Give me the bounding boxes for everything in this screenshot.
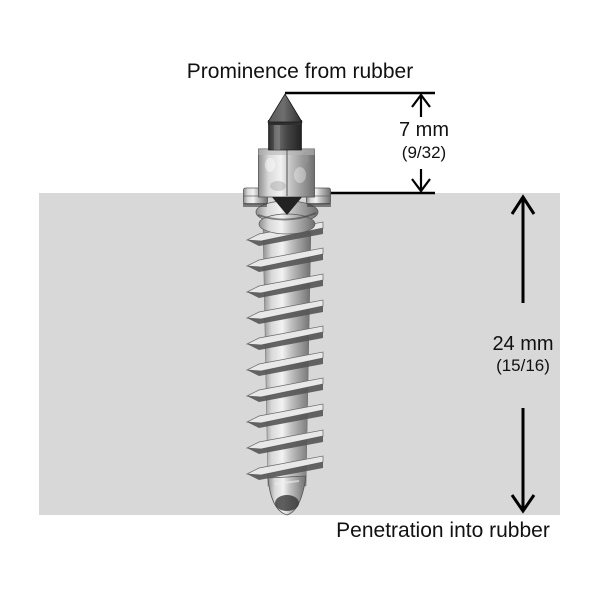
prominence-value: 7 mm <box>399 119 449 141</box>
penetration-arrow-down-icon <box>510 408 536 514</box>
prominence-label: Prominence from rubber <box>186 60 414 83</box>
stud-tip <box>267 475 307 516</box>
prominence-arrow-down-icon <box>411 169 431 193</box>
prominence-fraction: (9/32) <box>401 143 447 162</box>
tire-stud-graphic <box>243 93 331 516</box>
penetration-label: Penetration into rubber <box>336 519 550 542</box>
stud-head-shadow <box>272 197 302 215</box>
prominence-arrow-up-icon <box>411 93 431 117</box>
penetration-arrow-up-icon <box>510 194 536 303</box>
penetration-value: 24 mm <box>492 333 554 355</box>
penetration-fraction: (15/16) <box>496 356 550 375</box>
stud-carbide-pin <box>267 93 303 151</box>
stud-pin-cone <box>267 93 303 123</box>
stud-head-body <box>258 148 315 198</box>
